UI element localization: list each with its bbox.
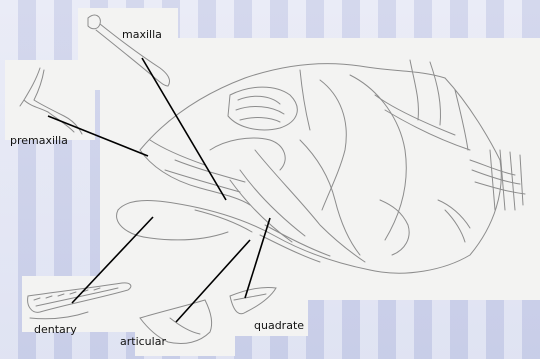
- leader-lines: [48, 58, 270, 322]
- maxilla-leader: [142, 58, 226, 200]
- dentary-label: dentary: [34, 324, 77, 335]
- articular-leader: [176, 240, 250, 322]
- maxilla-label: maxilla: [122, 29, 162, 40]
- quadrate-sketch: [230, 287, 276, 313]
- dentary-sketch: [28, 283, 131, 319]
- quadrate-label: quadrate: [254, 320, 304, 331]
- articular-label: articular: [120, 336, 166, 347]
- maxilla-sketch: [88, 15, 170, 86]
- premaxilla-label: premaxilla: [10, 135, 68, 146]
- skull-sketch: [117, 60, 525, 273]
- dentary-leader: [72, 217, 153, 303]
- premaxilla-sketch: [20, 68, 82, 134]
